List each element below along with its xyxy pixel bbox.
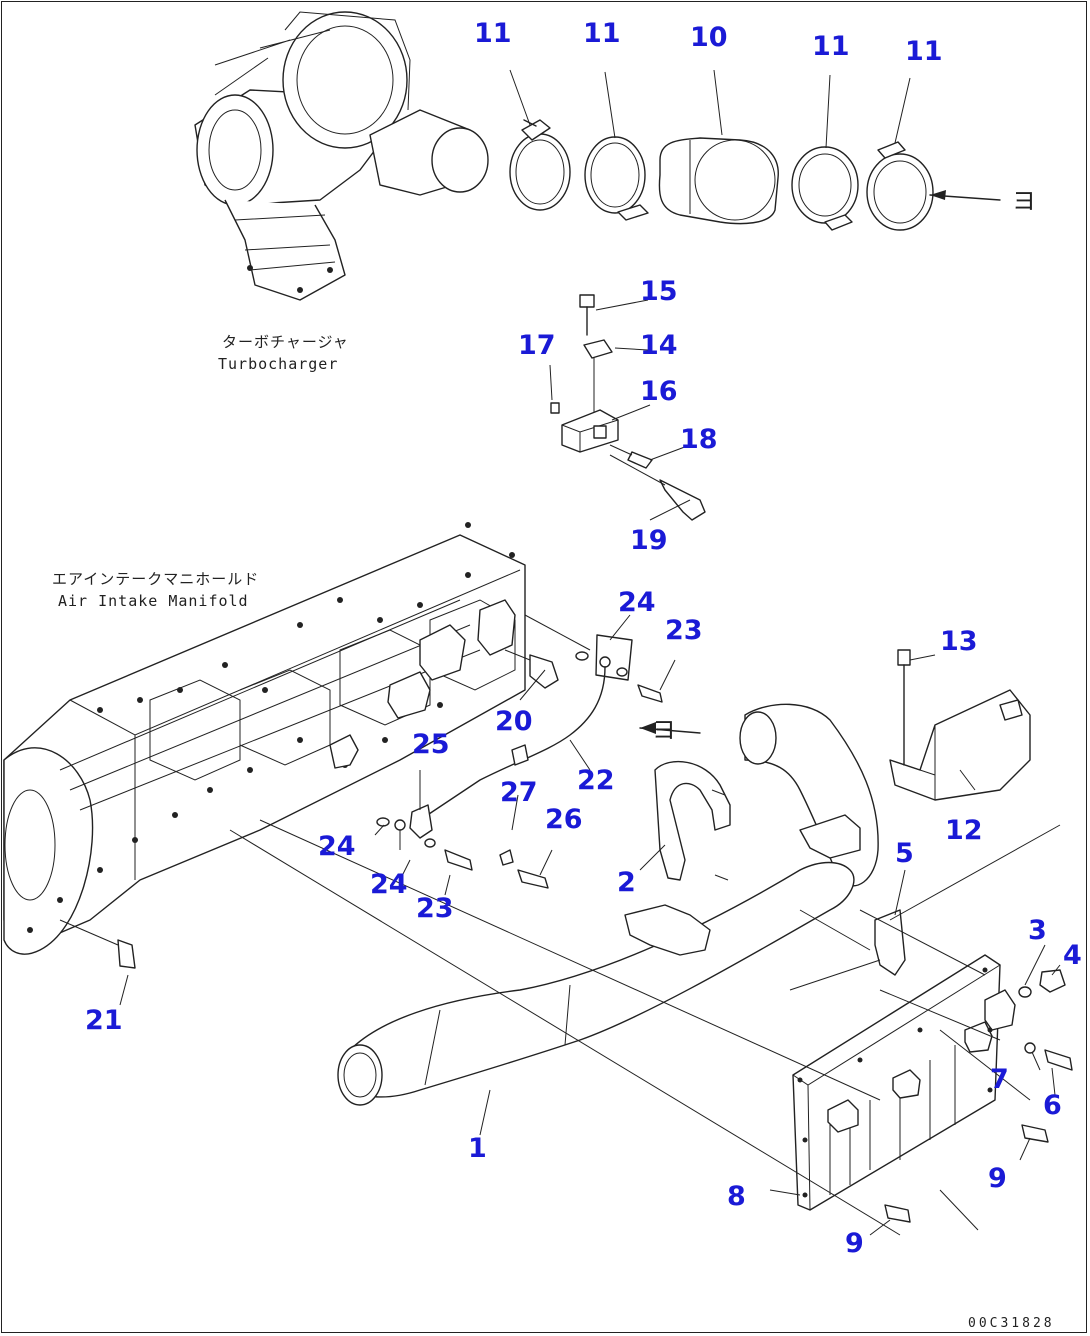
callout-17: 17 <box>518 330 556 361</box>
callout-14: 14 <box>640 330 678 361</box>
callout-27: 27 <box>500 777 538 808</box>
callout-24: 24 <box>370 869 408 900</box>
turbocharger-caption-jp: ターボチャージャ <box>222 333 349 351</box>
callout-8: 8 <box>727 1181 746 1212</box>
intake-pipes-drawing <box>337 703 906 1106</box>
callout-1: 1 <box>468 1133 487 1164</box>
sensor-bracket-drawing <box>550 294 706 521</box>
air-intake-manifold-drawing <box>3 522 559 969</box>
callout-7: 7 <box>990 1064 1009 1095</box>
manifold-caption-en: Air Intake Manifold <box>58 592 249 610</box>
arrow-marker-mid: ヨ <box>652 716 676 744</box>
callout-20: 20 <box>495 706 533 737</box>
callout-19: 19 <box>630 525 668 556</box>
small-hardware-drawing <box>376 614 701 889</box>
leader-lines <box>119 69 1061 1236</box>
callout-21: 21 <box>85 1005 123 1036</box>
callout-25: 25 <box>412 729 450 760</box>
callout-11: 11 <box>583 18 621 49</box>
callout-5: 5 <box>895 838 914 869</box>
callout-15: 15 <box>640 276 678 307</box>
callout-3: 3 <box>1028 915 1047 946</box>
callout-23: 23 <box>665 615 703 646</box>
callout-11: 11 <box>812 31 850 62</box>
callout-2: 2 <box>617 867 636 898</box>
callout-24: 24 <box>618 587 656 618</box>
callout-13: 13 <box>940 626 978 657</box>
callout-4: 4 <box>1063 940 1082 971</box>
callout-24: 24 <box>318 831 356 862</box>
callout-9: 9 <box>845 1228 864 1259</box>
hose-clamps-drawing <box>509 119 1001 231</box>
callout-22: 22 <box>577 765 615 796</box>
callout-6: 6 <box>1043 1090 1062 1121</box>
callout-10: 10 <box>690 22 728 53</box>
turbocharger-caption-en: Turbocharger <box>218 355 339 373</box>
drawing-number: 00C31828 <box>968 1316 1055 1331</box>
manifold-caption-jp: エアインテークマニホールド <box>52 570 260 588</box>
turbocharger-drawing <box>194 11 489 301</box>
callout-23: 23 <box>416 893 454 924</box>
callout-12: 12 <box>945 815 983 846</box>
callout-11: 11 <box>905 36 943 67</box>
callout-11: 11 <box>474 18 512 49</box>
callout-16: 16 <box>640 376 678 407</box>
callout-18: 18 <box>680 424 718 455</box>
callout-26: 26 <box>545 804 583 835</box>
arrow-marker-top: ヨ <box>1012 187 1036 215</box>
callout-9: 9 <box>988 1163 1007 1194</box>
